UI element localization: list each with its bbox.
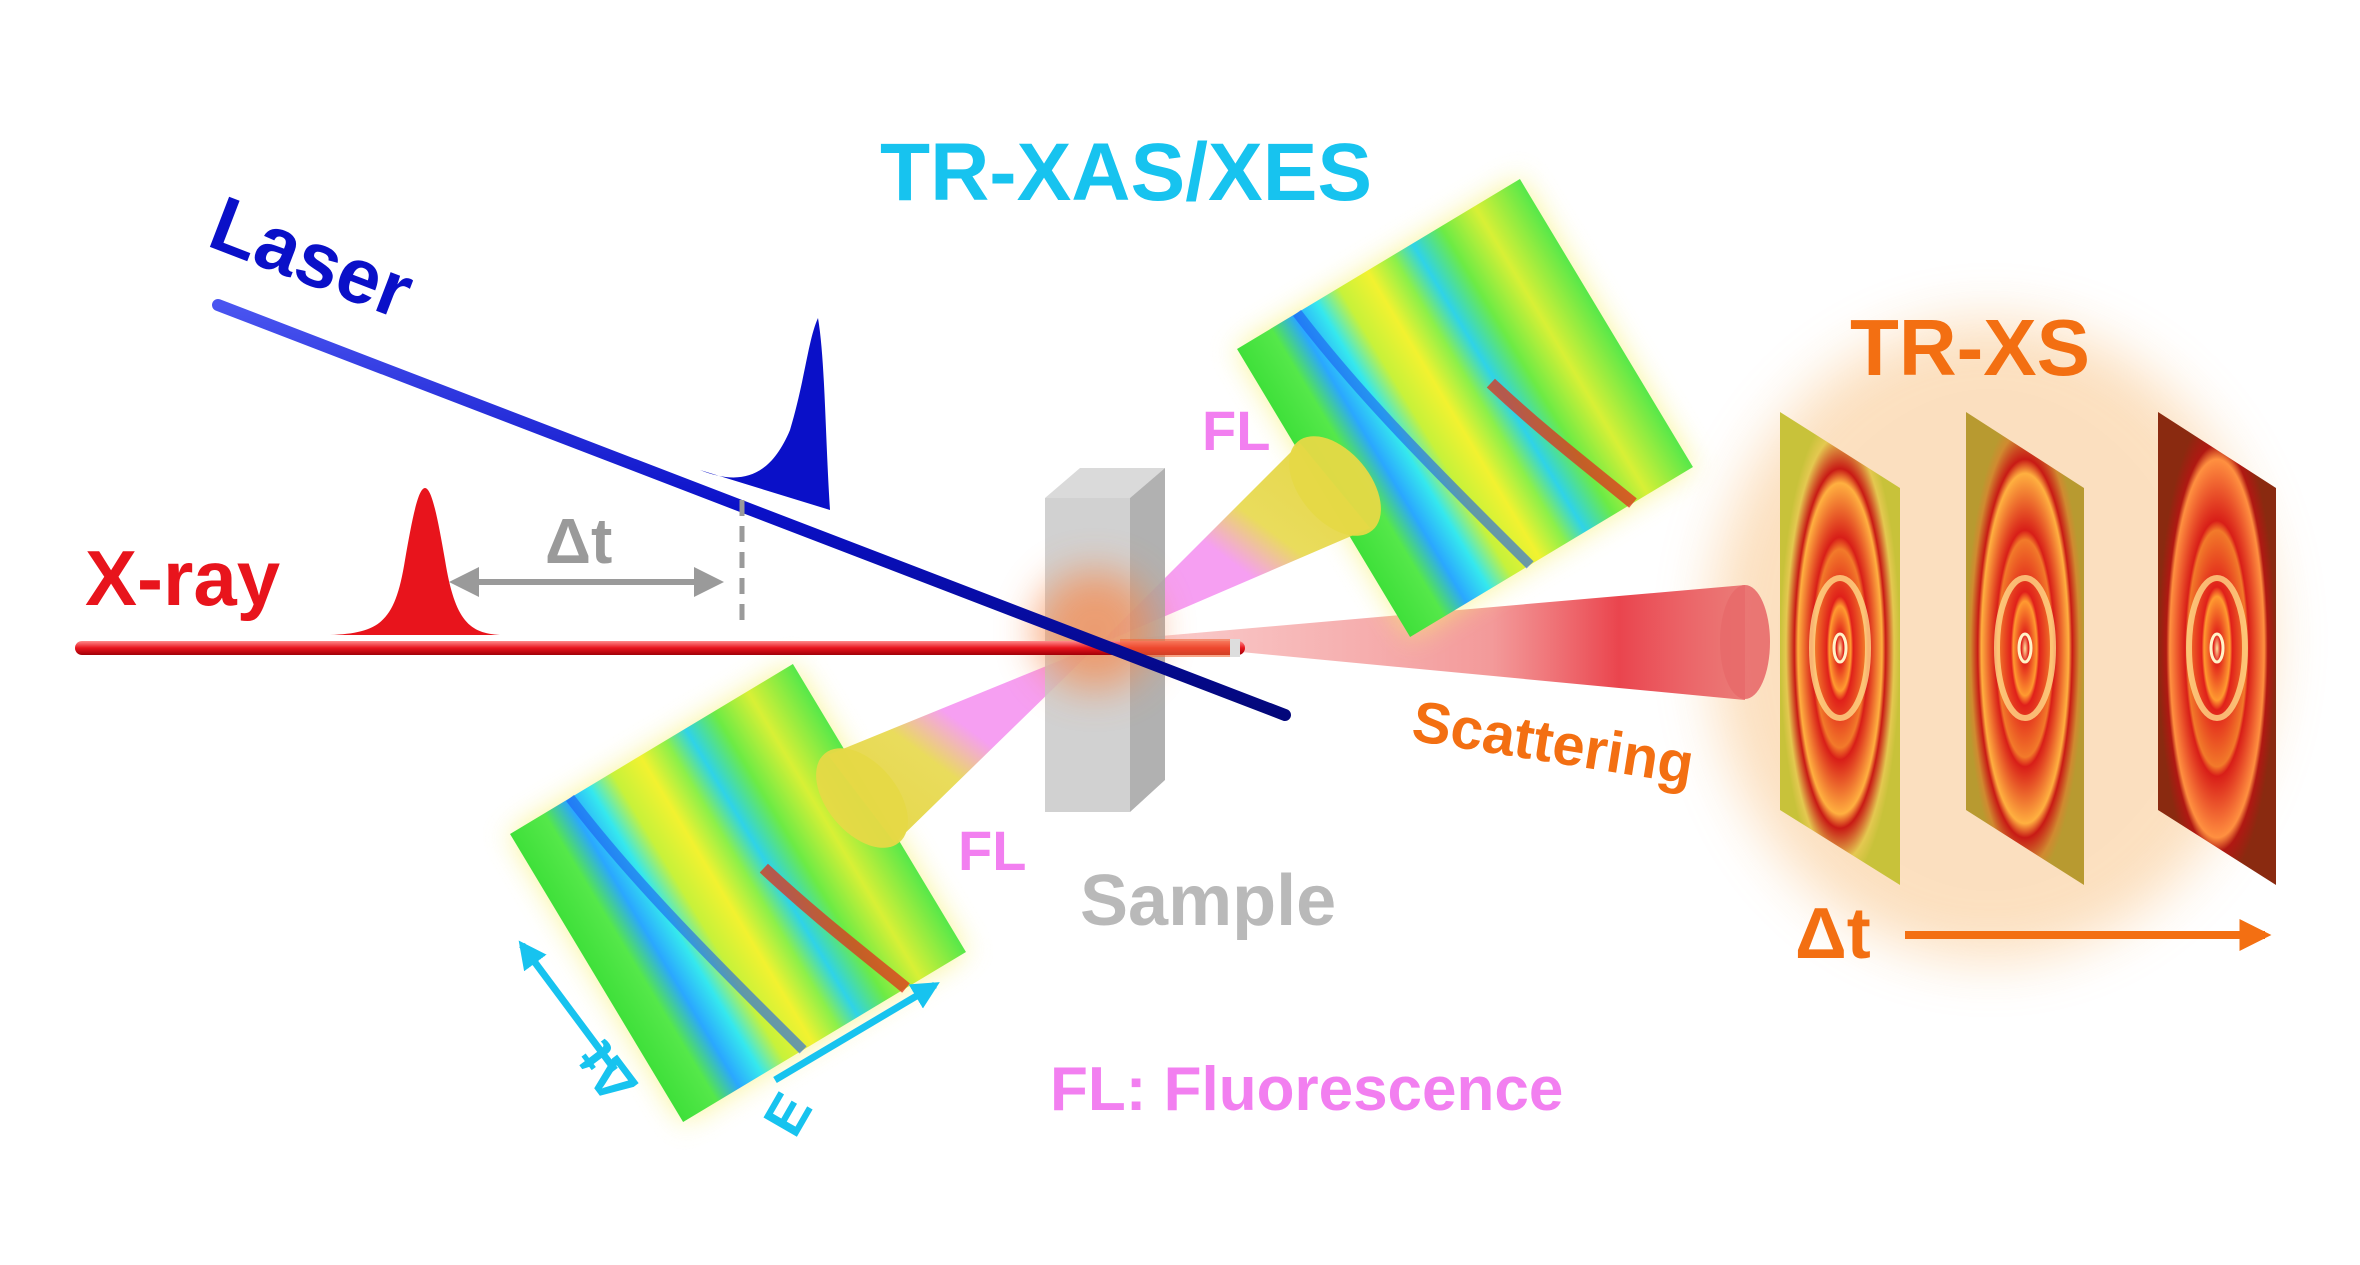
xray-beam xyxy=(75,639,1245,657)
tr-xas-xes-label: TR-XAS/XES xyxy=(880,127,1372,218)
laser-beam xyxy=(212,299,1291,721)
energy-axis-label: E xyxy=(751,1082,824,1146)
sample-label: Sample xyxy=(1080,861,1336,941)
scattering-cone xyxy=(1115,585,1770,700)
xray-label: X-ray xyxy=(85,534,280,622)
delta-t-axis-arrow xyxy=(518,940,618,1073)
xs-detector-2 xyxy=(1966,412,2084,885)
xs-detector-1 xyxy=(1780,412,1900,885)
xas-detector-upper xyxy=(1237,179,1693,637)
interaction-glow xyxy=(1035,570,1155,690)
fl-upper-label: FL xyxy=(1202,399,1270,462)
tr-xs-detector-group xyxy=(1710,320,2276,960)
xray-pulse-icon xyxy=(330,488,500,635)
fl-lower-label: FL xyxy=(958,819,1026,882)
time-axis-label: Δt xyxy=(1795,894,1871,974)
laser-pulse-icon xyxy=(700,318,830,510)
fluorescence-cone-lower xyxy=(816,645,1098,848)
fluorescence-cone-upper xyxy=(1098,436,1381,645)
xs-detector-3 xyxy=(2158,412,2276,885)
energy-axis-arrow xyxy=(773,981,940,1084)
fl-legend-label: FL: Fluorescence xyxy=(1050,1055,1563,1124)
scattering-label: Scattering xyxy=(1408,689,1698,798)
delay-label: Δt xyxy=(545,505,612,577)
tr-xs-label: TR-XS xyxy=(1850,303,2090,392)
